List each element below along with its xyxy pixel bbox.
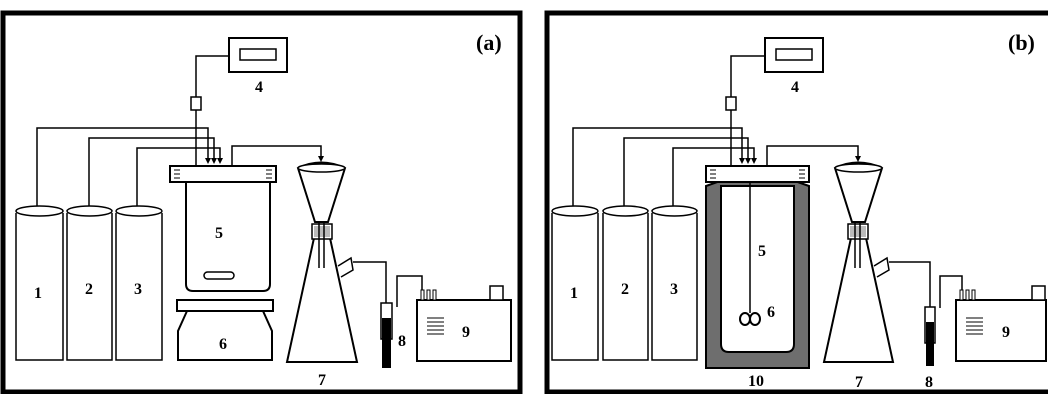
container-2: 2	[602, 205, 649, 361]
meter-4: 4	[228, 37, 288, 96]
probe-head	[190, 96, 202, 111]
label-stirrer: 6	[219, 336, 227, 353]
filter-flask: 7	[285, 161, 359, 389]
label-flask: 7	[318, 372, 326, 389]
cooling-jacket: 10	[705, 179, 810, 390]
container-1: 1	[551, 205, 599, 361]
feed-line-2	[623, 137, 749, 237]
vacuum-line	[396, 275, 423, 307]
vacuum-line	[353, 261, 387, 304]
label-meter: 4	[791, 79, 799, 96]
label-probe: 8	[925, 374, 933, 391]
feed-line-3	[136, 147, 221, 237]
stirrer-impeller	[739, 312, 761, 326]
vacuum-line	[889, 261, 931, 308]
feed-line-1	[36, 127, 209, 237]
label-pump: 9	[1002, 324, 1010, 341]
label-container-2: 2	[621, 281, 629, 298]
label-container-1: 1	[570, 285, 578, 302]
vacuum-trap: 8	[380, 302, 406, 368]
stir-bar	[203, 271, 235, 280]
label-jacket: 10	[748, 373, 764, 390]
container-3: 3	[651, 205, 698, 361]
label-probe: 8	[398, 333, 406, 350]
arrow-head	[855, 156, 861, 162]
label-container-3: 3	[670, 281, 678, 298]
vacuum-line	[939, 275, 963, 308]
vacuum-pump: 9	[416, 285, 512, 362]
arrow-head	[751, 158, 757, 164]
label-container-1: 1	[34, 285, 42, 302]
container-3: 3	[115, 205, 163, 361]
probe-cable	[730, 55, 765, 97]
arrow-head	[739, 158, 745, 164]
feed-line-2	[88, 137, 215, 237]
label-flask: 7	[855, 374, 863, 391]
label-reactor: 5	[758, 243, 766, 260]
arrow-head	[745, 158, 751, 164]
feed-line-3	[672, 147, 755, 237]
reactor-vessel: 5	[169, 165, 277, 292]
label-pump: 9	[462, 324, 470, 341]
arrow-head	[318, 156, 324, 162]
label-container-2: 2	[85, 281, 93, 298]
feed-line-1	[572, 127, 743, 237]
label-container-3: 3	[134, 281, 142, 298]
label-meter: 4	[255, 79, 263, 96]
container-2: 2	[66, 205, 113, 361]
arrow-head	[205, 158, 211, 164]
vacuum-pump: 9	[955, 285, 1047, 362]
panel-label: (b)	[1008, 30, 1035, 55]
probe-head	[725, 96, 737, 111]
arrow-head	[211, 158, 217, 164]
reactor-lid	[705, 165, 810, 183]
container-1: 1	[15, 205, 64, 361]
probe-cable	[195, 55, 229, 97]
label-reactor: 5	[215, 225, 223, 242]
panel-a: (a) 4 1 2 3 5	[0, 0, 524, 395]
filter-flask: 7	[822, 161, 895, 391]
magnetic-stirrer: 6	[176, 299, 274, 361]
reactor-lid	[169, 165, 277, 183]
meter-4: 4	[764, 37, 824, 96]
panel-label: (a)	[476, 30, 502, 55]
panel-b: (b) 4 1 2 3 10	[524, 0, 1048, 395]
vacuum-trap: 8	[924, 306, 936, 391]
arrow-head	[217, 158, 223, 164]
label-stirrer: 6	[767, 304, 775, 321]
